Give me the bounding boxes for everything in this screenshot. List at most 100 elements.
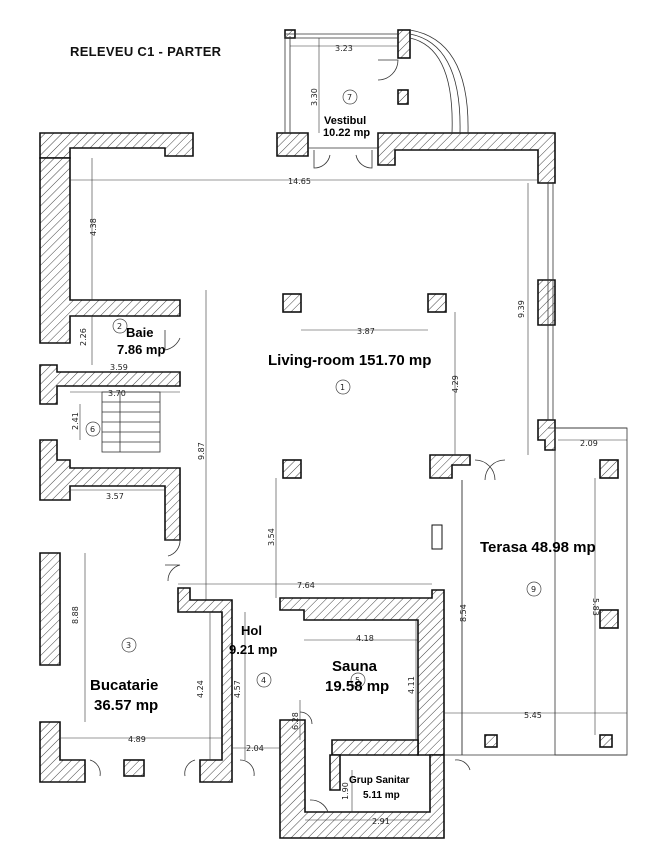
wall-sauna-inner-bottom [331,739,419,756]
wall-left-upper [39,157,181,344]
dim-baie-width: 3.59 [110,363,128,372]
terasa-door [474,459,496,481]
dimension-lines [60,38,627,821]
vest-curved-glass-2 [409,33,461,134]
dim-sauna-height: 4.11 [407,676,416,694]
wall-left-kitchen-bottom [39,721,86,783]
dim-kitchen-width: 4.89 [128,735,146,744]
dim-kitchen-upper-width: 3.57 [106,492,124,501]
column [282,293,302,313]
vest-curved-glass-3 [409,37,453,134]
terasa-column [599,609,619,629]
entry-door-right [355,150,373,169]
kitchen-exit-door [89,759,101,777]
plan-title: RELEVEU C1 - PARTER [70,44,222,59]
hol-door [299,711,313,725]
room-area-hol: 9.21 mp [229,642,277,657]
dim-gs-width: 2.91 [372,817,390,826]
room-numbers: 7 1 2 6 3 4 5 9 [85,89,542,688]
room-labels: Vestibul 10.22 mp Living-room 151.70 mp … [90,115,596,801]
terasa-column [599,734,613,748]
entry-door-left [313,150,331,169]
wall-central-corner [429,454,471,479]
room-area-bucatarie: 36.57 mp [94,697,158,714]
dim-central-height: 9.87 [197,442,206,460]
room-number-baie: 2 [117,322,122,331]
dim-terasa-side: 5.83 [591,598,600,616]
wall-vest-left-pier [276,132,309,157]
exterior-walls [39,132,556,839]
wall-left-kitchen [39,552,61,666]
stair [101,391,161,453]
wall-top-right [377,132,556,184]
dim-terasa-top: 2.09 [580,439,598,448]
wall-gs-inner [329,754,341,791]
dim-vestibul-depth: 3.30 [310,88,319,106]
room-number-vestibul: 7 [347,93,352,102]
dim-hol-width: 7.64 [297,581,315,590]
dim-kitchen-height: 8.88 [71,606,80,624]
room-name-baie: Baie [126,325,153,340]
doors [89,330,329,813]
room-name-bucatarie: Bucatarie [90,677,158,694]
dim-door-width: 6.28 [291,712,300,730]
dim-hol-height: 4.57 [233,680,242,698]
dim-hol-upper-height: 3.54 [267,528,276,546]
kitchen-door-2 [165,564,181,582]
vest-pier-top [397,29,411,59]
room-number-terasa: 9 [531,585,536,594]
dim-column-spacing: 3.87 [357,327,375,336]
room-area-vestibul: 10.22 mp [323,127,370,139]
terasa-column [599,459,619,479]
dim-vestibul-width: 3.23 [335,44,353,53]
vest-pier-mid [397,89,409,105]
wall-grup-sanitar [279,719,445,839]
columns [282,293,447,550]
dim-terasa-width: 5.45 [524,711,542,720]
vest-door-swing [377,59,399,81]
dim-left-upper-height: 4.38 [89,218,98,236]
room-number-hol: 4 [261,676,266,685]
dim-stair-width: 3.70 [108,389,126,398]
gs-door [309,799,329,813]
wall-kitchen-bottom-right [177,587,233,783]
dim-hol-lower-width: 2.04 [246,744,264,753]
wall-baie-bottom [39,364,181,405]
column-small [431,524,443,550]
room-name-sauna: Sauna [332,658,378,675]
hol-exit-door [239,759,255,777]
room-name-grup-sanitar: Grup Sanitar [349,775,410,786]
terasa-door-3 [454,759,471,771]
dimension-labels: 3.23 3.30 14.65 4.38 9.39 3.87 2.26 3.59… [71,44,600,826]
room-area-grup-sanitar: 5.11 mp [363,790,400,801]
baie-door [164,330,181,351]
terasa-column [484,734,498,748]
vest-curved-glass [409,29,469,134]
dim-stair-height: 2.41 [71,412,80,430]
dim-baie-height: 2.26 [79,328,88,346]
room-number-stair: 6 [90,425,95,434]
kitchen-exit-door-2 [184,759,196,777]
room-name-hol: Hol [241,623,262,638]
dim-gs-height: 1.90 [341,782,350,800]
dim-sauna-width: 4.18 [356,634,374,643]
kitchen-door [165,539,181,557]
wall-right-pier [537,279,556,326]
wall-right-pier-lower [537,419,556,451]
room-name-vestibul: Vestibul [324,115,366,127]
room-number-living: 1 [340,383,345,392]
room-area-sauna: 19.58 mp [325,678,389,695]
column [427,293,447,313]
room-area-baie: 7.86 mp [117,342,165,357]
dim-kitchen-inner-height: 4.24 [196,680,205,698]
room-name-living: Living-room 151.70 mp [268,352,431,369]
room-number-sauna: 5 [355,676,360,685]
dim-main-width: 14.65 [288,177,311,186]
room-number-bucatarie: 3 [126,641,131,650]
vestibul-area [284,29,469,169]
dim-terasa-height: 8.54 [459,604,468,622]
terasa-area [444,182,628,771]
column [282,459,302,479]
dim-right-height: 9.39 [517,300,526,318]
